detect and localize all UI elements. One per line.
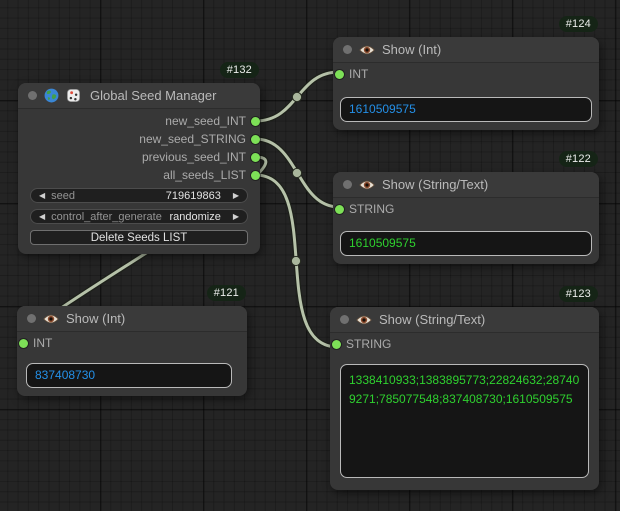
input-slot-int: INT xyxy=(17,334,247,352)
decrement-arrow-icon[interactable]: ◀ xyxy=(39,190,46,200)
string-value-field[interactable]: 1610509575 xyxy=(340,231,592,256)
input-slot-dot[interactable] xyxy=(335,204,344,214)
seed-widget[interactable]: ◀ seed 719619863 ▶ xyxy=(30,188,248,203)
slot-label: STRING xyxy=(346,337,392,351)
input-slots: STRING xyxy=(330,335,599,353)
node-title: Show (String/Text) xyxy=(379,312,486,327)
node-header[interactable]: Show (Int) xyxy=(17,306,247,332)
output-slot-dot[interactable] xyxy=(251,170,260,180)
collapse-dot[interactable] xyxy=(340,315,349,324)
int-value-field[interactable]: 837408730 xyxy=(26,363,232,388)
node-id-badge: #122 xyxy=(558,151,598,167)
eye-icon xyxy=(356,314,372,326)
link-midpoint-dot[interactable] xyxy=(291,167,303,179)
slot-label: all_seeds_LIST xyxy=(163,168,246,182)
node-title: Show (Int) xyxy=(382,42,442,57)
node-header[interactable]: Show (String/Text) xyxy=(330,307,599,333)
collapse-dot[interactable] xyxy=(343,180,352,189)
output-slot-dot[interactable] xyxy=(251,134,260,144)
node-show-string-122[interactable]: #122 Show (String/Text) STRING 161050957… xyxy=(333,151,599,264)
widgets: ◀ seed 719619863 ▶ ◀ control_after_gener… xyxy=(18,184,260,245)
node-header[interactable]: Show (String/Text) xyxy=(333,172,599,198)
slot-label: new_seed_STRING xyxy=(139,132,246,146)
slot-label: INT xyxy=(33,336,53,350)
link-midpoint-dot[interactable] xyxy=(290,255,302,267)
input-slot-dot[interactable] xyxy=(335,69,344,79)
increment-arrow-icon[interactable]: ▶ xyxy=(232,190,239,200)
node-global-seed-manager[interactable]: #132 Global Seed Manager new_seed_INT ne… xyxy=(18,62,260,254)
increment-arrow-icon[interactable]: ▶ xyxy=(232,211,239,221)
slot-label: STRING xyxy=(349,202,395,216)
collapse-dot[interactable] xyxy=(343,45,352,54)
node-id-badge: #132 xyxy=(219,62,259,78)
input-slots: STRING xyxy=(333,200,599,218)
slot-label: previous_seed_INT xyxy=(141,150,246,164)
decrement-arrow-icon[interactable]: ◀ xyxy=(39,211,46,221)
widget-label: control_after_generate xyxy=(51,210,162,223)
node-header[interactable]: Global Seed Manager xyxy=(18,83,260,109)
node-title: Show (Int) xyxy=(66,311,126,326)
link-midpoint-dot[interactable] xyxy=(291,91,303,103)
int-value-field[interactable]: 1610509575 xyxy=(340,97,592,122)
node-show-int-124[interactable]: #124 Show (Int) INT 1610509575 xyxy=(333,16,599,130)
node-id-badge: #123 xyxy=(558,286,598,302)
node-show-string-123[interactable]: #123 Show (String/Text) STRING 133841093… xyxy=(330,286,599,490)
output-slot-dot[interactable] xyxy=(251,152,260,162)
eye-icon xyxy=(359,179,375,191)
input-slot-string: STRING xyxy=(330,335,599,353)
node-id-badge: #124 xyxy=(558,16,598,32)
output-slots: new_seed_INT new_seed_STRING previous_se… xyxy=(18,112,260,184)
node-show-int-121[interactable]: #121 Show (Int) INT 837408730 xyxy=(17,285,247,396)
input-slots: INT xyxy=(333,65,599,83)
input-slots: INT xyxy=(17,334,247,352)
node-header[interactable]: Show (Int) xyxy=(333,37,599,63)
output-slot-new-seed-int: new_seed_INT xyxy=(18,112,260,130)
eye-icon xyxy=(359,44,375,56)
output-slot-previous-seed-int: previous_seed_INT xyxy=(18,148,260,166)
slot-label: INT xyxy=(349,67,369,81)
node-title: Global Seed Manager xyxy=(90,88,217,103)
string-list-field[interactable]: 1338410933;1383895773;22824632;287409271… xyxy=(340,364,589,478)
delete-seeds-list-button[interactable]: Delete Seeds LIST xyxy=(30,230,248,245)
dice-icon xyxy=(66,88,81,103)
node-id-badge: #121 xyxy=(206,285,246,301)
input-slot-string: STRING xyxy=(333,200,599,218)
input-slot-dot[interactable] xyxy=(19,338,28,348)
widget-label: seed xyxy=(51,189,76,202)
collapse-dot[interactable] xyxy=(27,314,36,323)
output-slot-dot[interactable] xyxy=(251,116,260,126)
eye-icon xyxy=(43,313,59,325)
globe-icon xyxy=(44,88,59,103)
node-title: Show (String/Text) xyxy=(382,177,489,192)
input-slot-int: INT xyxy=(333,65,599,83)
input-slot-dot[interactable] xyxy=(332,339,341,349)
output-slot-all-seeds-list: all_seeds_LIST xyxy=(18,166,260,184)
output-slot-new-seed-string: new_seed_STRING xyxy=(18,130,260,148)
control-after-generate-widget[interactable]: ◀ control_after_generate randomize ▶ xyxy=(30,209,248,224)
slot-label: new_seed_INT xyxy=(165,114,246,128)
widget-value: randomize xyxy=(169,210,221,223)
collapse-dot[interactable] xyxy=(28,91,37,100)
widget-value: 719619863 xyxy=(165,189,221,202)
